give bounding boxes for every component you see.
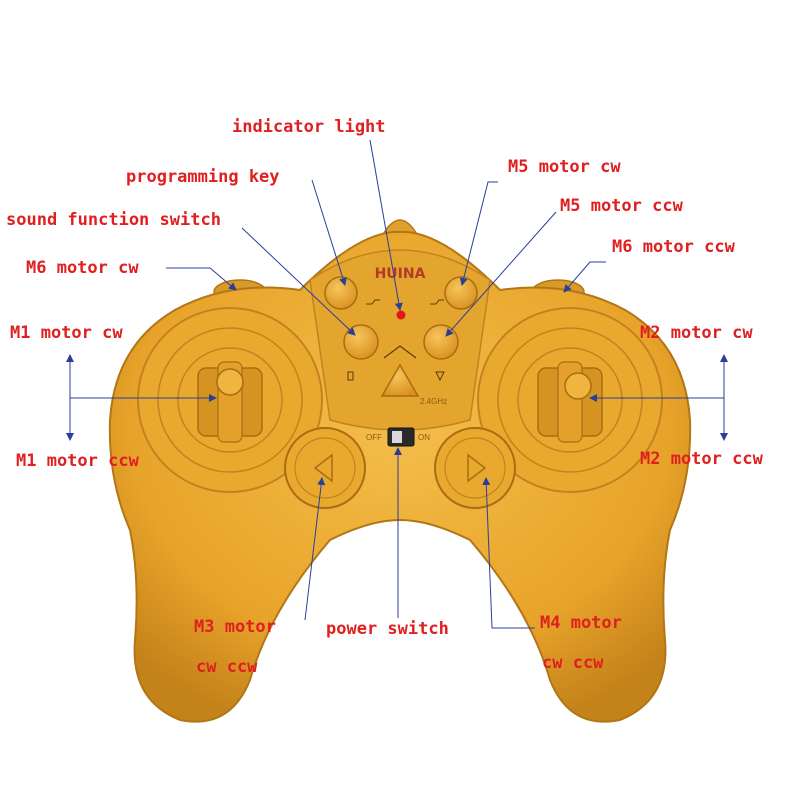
panel-glyphs — [347, 299, 445, 382]
pointer-m3 — [304, 477, 326, 621]
switch-on-mark: ON — [418, 433, 430, 442]
pointer-m5-cw — [459, 181, 498, 286]
label-indicator-light: indicator light — [232, 117, 386, 137]
label-m2-motor-cw: M2 motor cw — [640, 323, 753, 343]
label-m2-motor-ccw: M2 motor ccw — [640, 449, 764, 469]
label-sound-function-switch: sound function switch — [6, 210, 221, 230]
pointer-m4 — [482, 477, 535, 629]
label-m1-motor-ccw: M1 motor ccw — [16, 451, 140, 471]
center-v-divider — [383, 345, 417, 359]
pointer-m5-ccw — [445, 211, 557, 337]
controller-body — [108, 219, 692, 723]
indicator-led — [396, 310, 406, 320]
label-m5-motor-ccw: M5 motor ccw — [560, 196, 684, 216]
m5-cw-button[interactable] — [444, 276, 478, 310]
center-triangle-button[interactable] — [380, 363, 420, 397]
m4-dial[interactable] — [434, 427, 516, 509]
pointer-lines — [66, 139, 728, 629]
pointer-indicator-light — [369, 139, 403, 311]
label-m1-motor-cw: M1 motor cw — [10, 323, 123, 343]
label-m3-cw-ccw: cw ccw — [196, 657, 258, 677]
pointer-programming-key — [311, 179, 347, 286]
pointer-m6-cw — [166, 267, 237, 291]
right-joystick[interactable] — [537, 361, 603, 443]
power-switch[interactable] — [387, 427, 415, 447]
left-joystick[interactable] — [197, 361, 263, 443]
label-m6-motor-cw: M6 motor cw — [26, 258, 139, 278]
label-m4-cw-ccw: cw ccw — [542, 653, 604, 673]
switch-off-mark: OFF — [366, 433, 382, 442]
label-m3-motor: M3 motor — [194, 617, 276, 637]
m5-ccw-button[interactable] — [423, 324, 459, 360]
label-m4-motor: M4 motor — [540, 613, 622, 633]
frequency-mark: 2.4GHz — [420, 397, 447, 406]
pointer-sound-function — [241, 227, 356, 336]
label-power-switch: power switch — [326, 619, 449, 639]
pointer-m6-ccw — [563, 261, 606, 293]
label-programming-key: programming key — [126, 167, 280, 187]
label-m6-motor-ccw: M6 motor ccw — [612, 237, 736, 257]
programming-key-button[interactable] — [324, 276, 358, 310]
label-m5-motor-cw: M5 motor cw — [508, 157, 621, 177]
brand-logo: HUINA — [375, 266, 426, 282]
m3-dial[interactable] — [284, 427, 366, 509]
